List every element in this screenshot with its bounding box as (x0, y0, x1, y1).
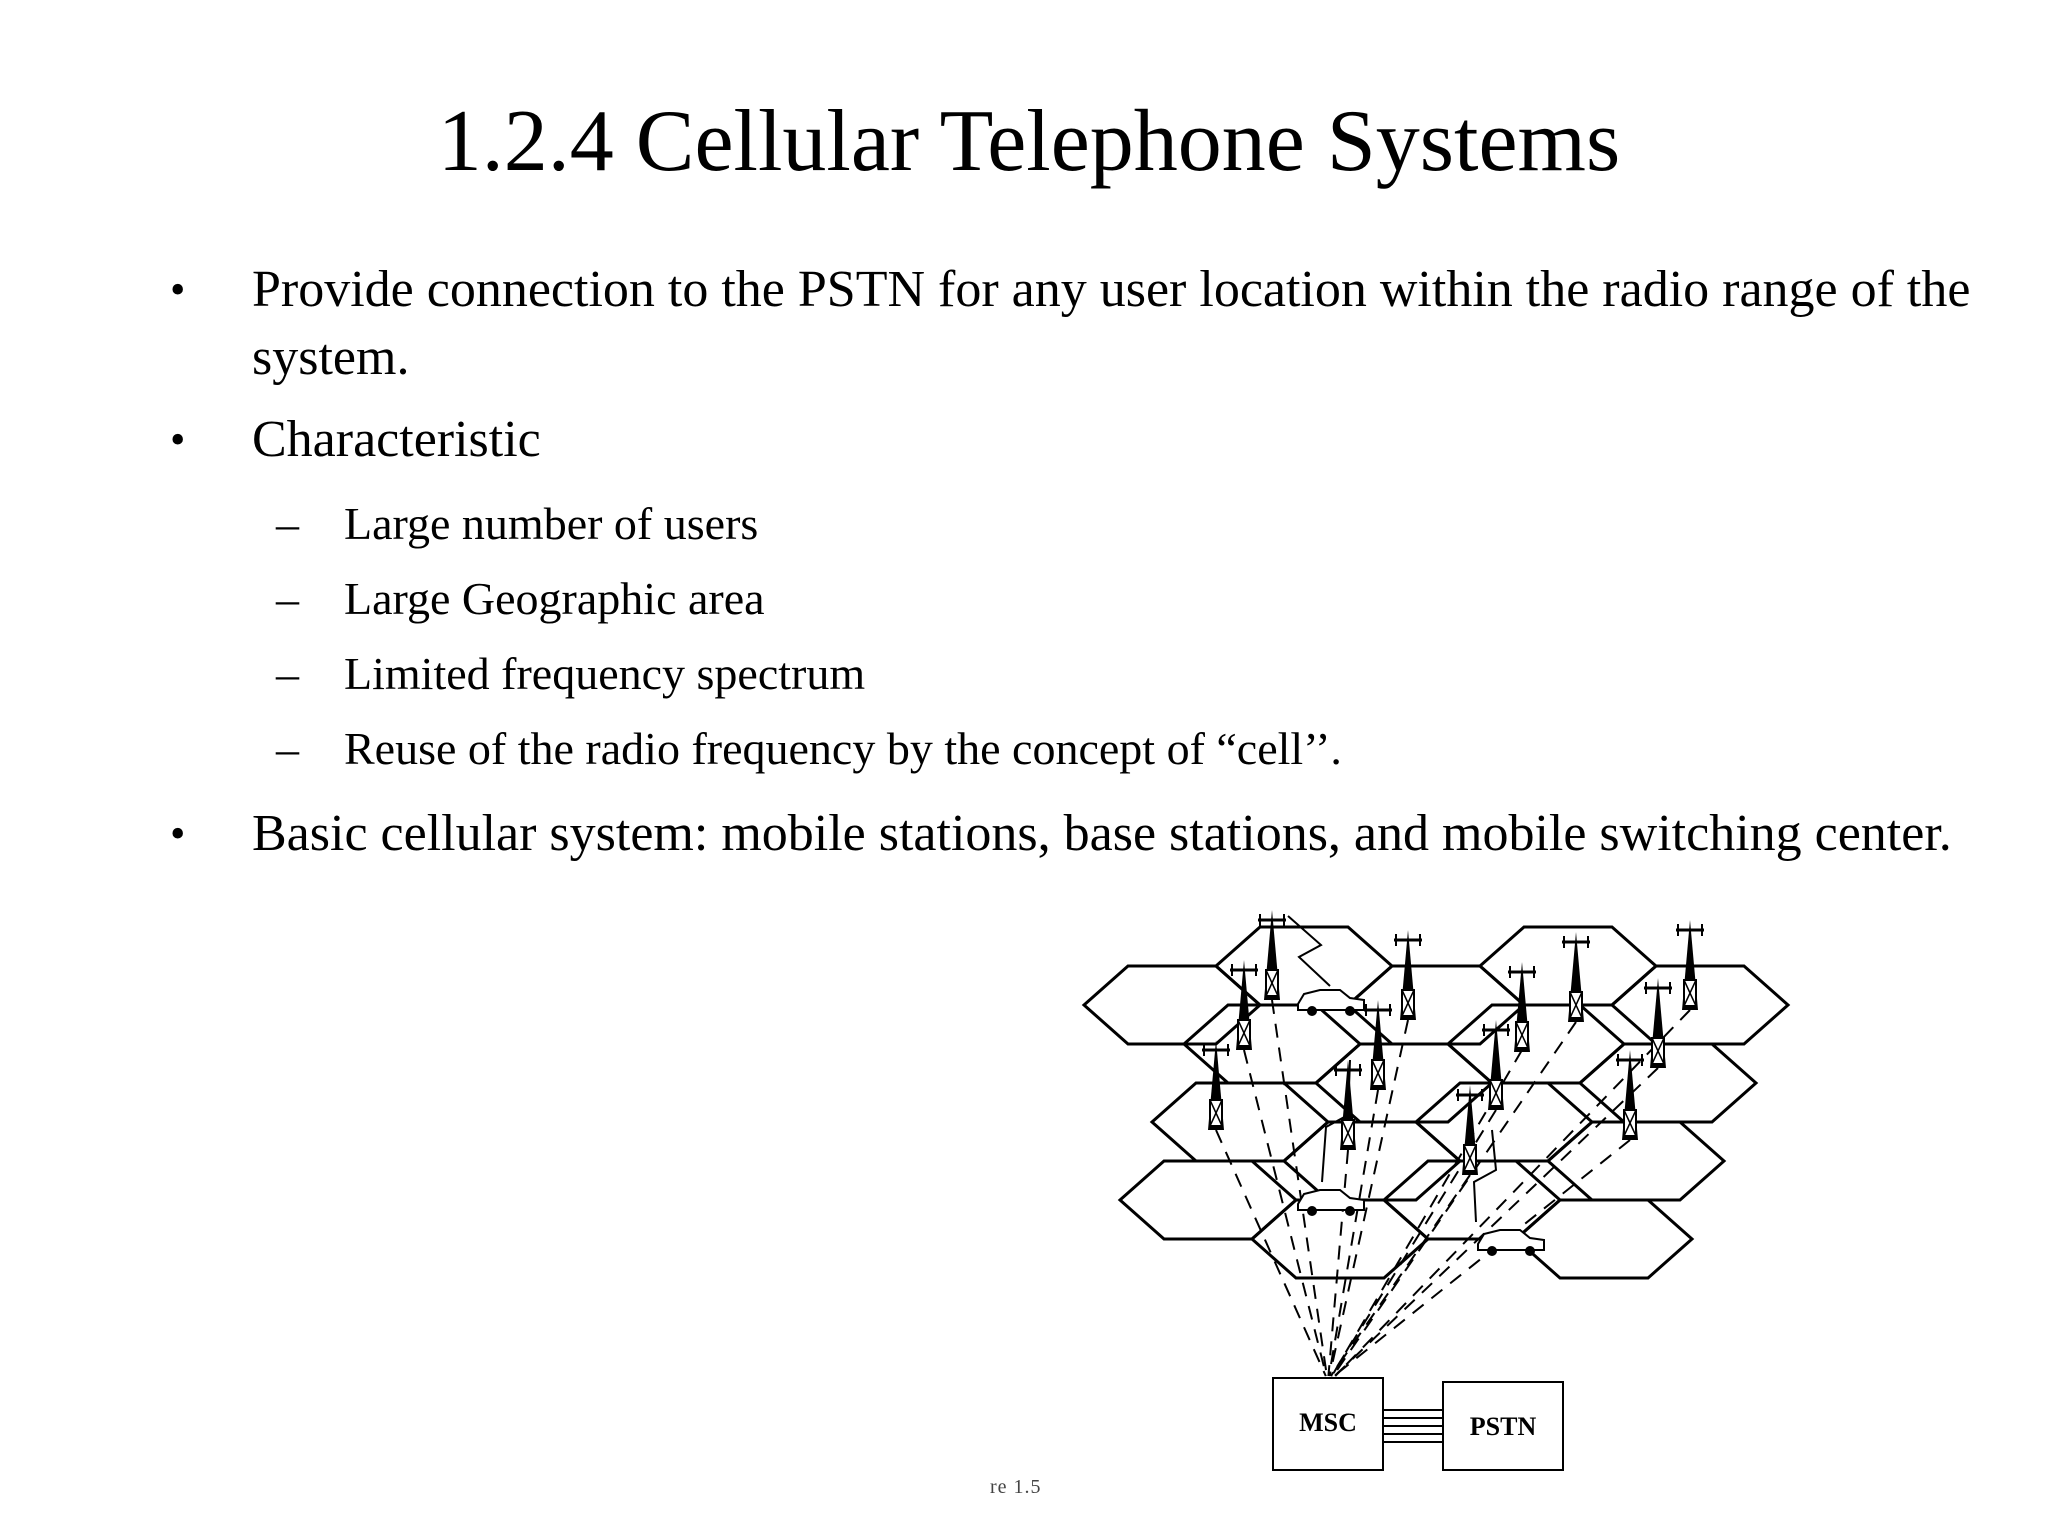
bullet-text: Characteristic (252, 411, 541, 468)
hex-cell (1249, 1198, 1431, 1280)
tower-icon (1508, 962, 1536, 1052)
tower-icon (1482, 1020, 1510, 1110)
radio-link (1287, 915, 1331, 987)
backhaul-link (1333, 1139, 1631, 1377)
tower-icon (1364, 1000, 1392, 1090)
msc-label: MSC (1299, 1408, 1357, 1437)
bullet-item: • Basic cellular system: mobile stations… (170, 800, 2030, 868)
figure-caption-fragment: re 1.5 (990, 1476, 1042, 1498)
radio-link (1472, 1129, 1498, 1223)
backhaul-link (1328, 1089, 1379, 1377)
car-icon (1297, 989, 1365, 1016)
msc-rect (1272, 1377, 1384, 1471)
hex-cell (1609, 964, 1791, 1046)
hex-cell (1149, 1081, 1331, 1163)
backhaul-link (1328, 1019, 1409, 1377)
car-icon (1477, 1229, 1545, 1256)
sub-bullet-marker: – (276, 573, 299, 624)
sub-bullet-list: – Large number of users – Large Geograph… (252, 486, 2030, 786)
sub-bullet-item: – Limited frequency spectrum (252, 636, 2030, 711)
hex-cell (1117, 1159, 1299, 1241)
hex-cell (1513, 1198, 1695, 1280)
car-icon (1297, 1189, 1365, 1216)
tower-icon (1258, 910, 1286, 1000)
hex-cell (1577, 1042, 1759, 1124)
backhaul-link (1327, 1149, 1349, 1377)
backhaul-link (1331, 1049, 1523, 1377)
mobile-stations (1297, 989, 1545, 1256)
tower-icon (1202, 1040, 1230, 1130)
sub-bullet-marker: – (276, 498, 299, 549)
tower-icon (1616, 1050, 1644, 1140)
bullet-text: Provide connection to the PSTN for any u… (252, 261, 1971, 386)
bullet-item: • Characteristic – Large number of users… (170, 406, 2030, 786)
pstn-rect (1442, 1381, 1564, 1471)
tower-icon (1644, 978, 1672, 1068)
slide-title: 1.2.4 Cellular Telephone Systems (437, 93, 1621, 190)
tower-icon (1456, 1085, 1484, 1175)
bullet-text: Basic cellular system: mobile stations, … (252, 805, 1952, 862)
sub-bullet-text: Large number of users (344, 498, 759, 549)
hex-cell-grid (1081, 925, 1791, 1280)
backhaul-link (1271, 999, 1328, 1377)
backhaul-link (1243, 1049, 1328, 1377)
base-station-towers (1202, 910, 1704, 1175)
pstn-box: PSTN (1442, 1381, 1564, 1471)
cellular-diagram-svg: MSC PSTN (1081, 910, 1791, 1471)
sub-bullet-item: – Reuse of the radio frequency by the co… (252, 711, 2030, 786)
backhaul-link (1334, 1009, 1691, 1377)
backhaul-link (1215, 1129, 1327, 1377)
radio-link (1321, 1059, 1351, 1183)
tower-icon (1394, 930, 1422, 1020)
radio-links (1287, 915, 1498, 1223)
bullet-marker: • (170, 809, 186, 858)
msc-box: MSC (1272, 1377, 1384, 1471)
sub-bullet-marker: – (276, 723, 299, 774)
sub-bullet-text: Reuse of the radio frequency by the conc… (344, 723, 1342, 774)
pstn-label: PSTN (1470, 1412, 1537, 1441)
sub-bullet-text: Large Geographic area (344, 573, 765, 624)
backhaul-link (1330, 1174, 1471, 1377)
bullet-item: • Provide connection to the PSTN for any… (170, 256, 2030, 392)
bullet-list: • Provide connection to the PSTN for any… (170, 256, 2030, 868)
backhaul-link (1333, 1067, 1659, 1377)
trunk-lines (1383, 1409, 1443, 1443)
sub-bullet-text: Limited frequency spectrum (344, 648, 866, 699)
sub-bullet-item: – Large number of users (252, 486, 2030, 561)
tower-icon (1230, 960, 1258, 1050)
sub-bullet-marker: – (276, 648, 299, 699)
tower-icon (1676, 920, 1704, 1010)
tower-icon (1562, 932, 1590, 1022)
bullet-marker: • (170, 415, 186, 464)
sub-bullet-item: – Large Geographic area (252, 561, 2030, 636)
cellular-system-diagram: MSC PSTN (1030, 890, 1970, 1490)
bullet-marker: • (170, 265, 186, 314)
hex-cell (1477, 925, 1659, 1007)
